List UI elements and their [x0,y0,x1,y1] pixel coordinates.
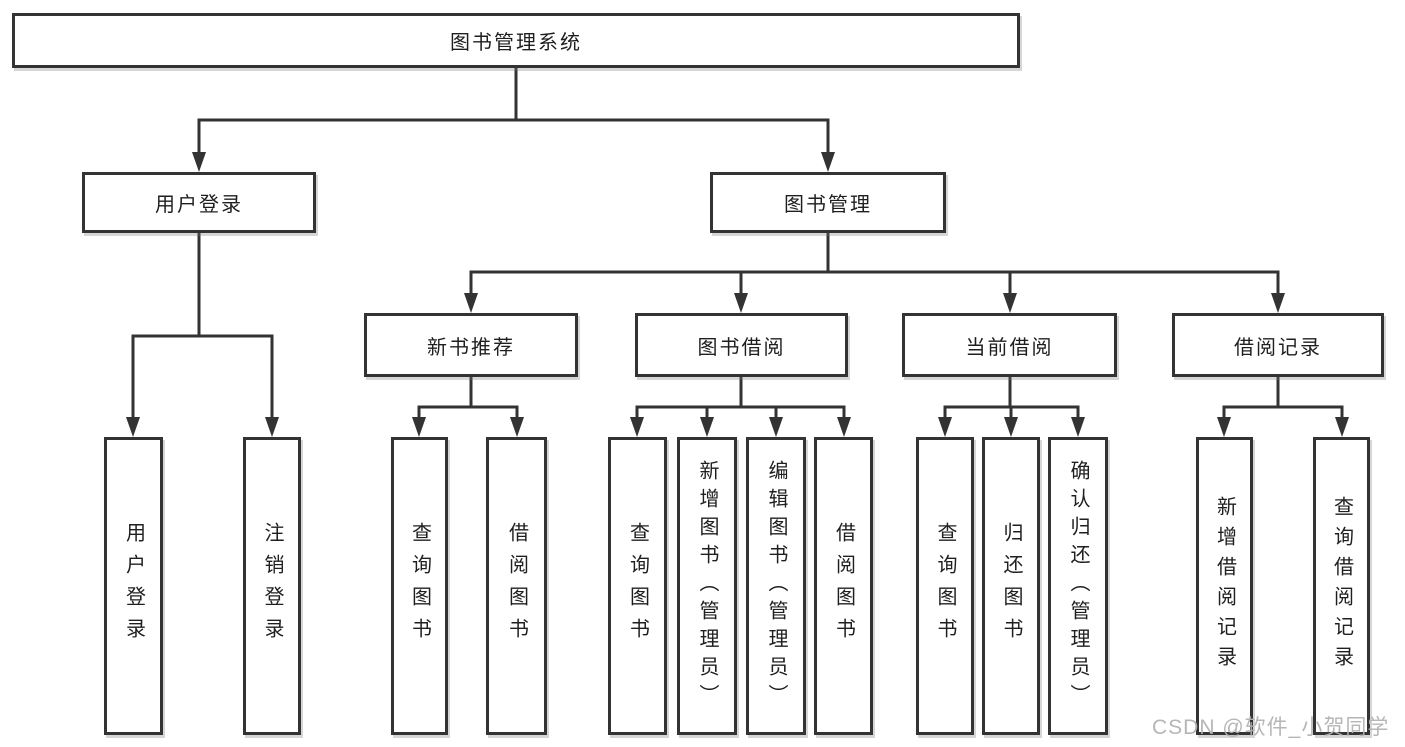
node-label: 确认归还（管理员） [1067,460,1089,712]
node-label: 注销登录 [261,522,283,650]
leaf-query-books-borrow: 查询图书 [608,437,667,735]
node-label: 借阅记录 [1234,336,1322,359]
leaf-return-books: 归还图书 [982,437,1040,735]
node-label: 图书管理系统 [450,32,582,54]
node-label: 查询图书 [626,522,649,650]
watermark: CSDN @软件_小贺同学 [1152,716,1390,739]
node-user-login: 用户登录 [82,172,316,233]
leaf-query-books-current: 查询图书 [916,437,974,735]
leaf-add-books-admin: 新增图书（管理员） [677,437,737,735]
node-label: 查询图书 [934,522,956,650]
node-label: 编辑图书（管理员） [765,460,787,712]
node-label: 新增借阅记录 [1213,496,1236,676]
leaf-logout-login: 注销登录 [243,437,301,735]
node-book-borrow: 图书借阅 [635,313,848,377]
node-label: 新增图书（管理员） [696,460,718,712]
leaf-borrow-books-recommend: 借阅图书 [486,437,547,735]
node-label: 图书管理 [784,194,872,216]
node-book-management: 图书管理 [710,172,946,233]
node-label: 查询借阅记录 [1330,496,1353,676]
node-label: 查询图书 [408,522,431,650]
leaf-user-login: 用户登录 [104,437,163,735]
node-label: 当前借阅 [965,336,1054,359]
node-root: 图书管理系统 [12,13,1020,68]
leaf-query-books-recommend: 查询图书 [391,437,448,735]
node-current-borrow: 当前借阅 [902,313,1117,377]
leaf-query-borrow-record: 查询借阅记录 [1313,437,1370,735]
node-label: 归还图书 [1000,522,1022,650]
node-label: 用户登录 [155,194,243,216]
leaf-borrow-books: 借阅图书 [814,437,873,735]
node-label: 借阅图书 [505,522,528,650]
leaf-add-borrow-record: 新增借阅记录 [1196,437,1253,735]
node-label: 新书推荐 [427,336,515,359]
node-new-book-recommend: 新书推荐 [364,313,578,377]
leaf-edit-books-admin: 编辑图书（管理员） [746,437,806,735]
node-label: 图书借阅 [697,336,786,359]
node-label: 借阅图书 [832,522,855,650]
node-borrow-records: 借阅记录 [1172,313,1384,377]
leaf-confirm-return-admin: 确认归还（管理员） [1048,437,1108,735]
node-label: 用户登录 [122,522,145,650]
